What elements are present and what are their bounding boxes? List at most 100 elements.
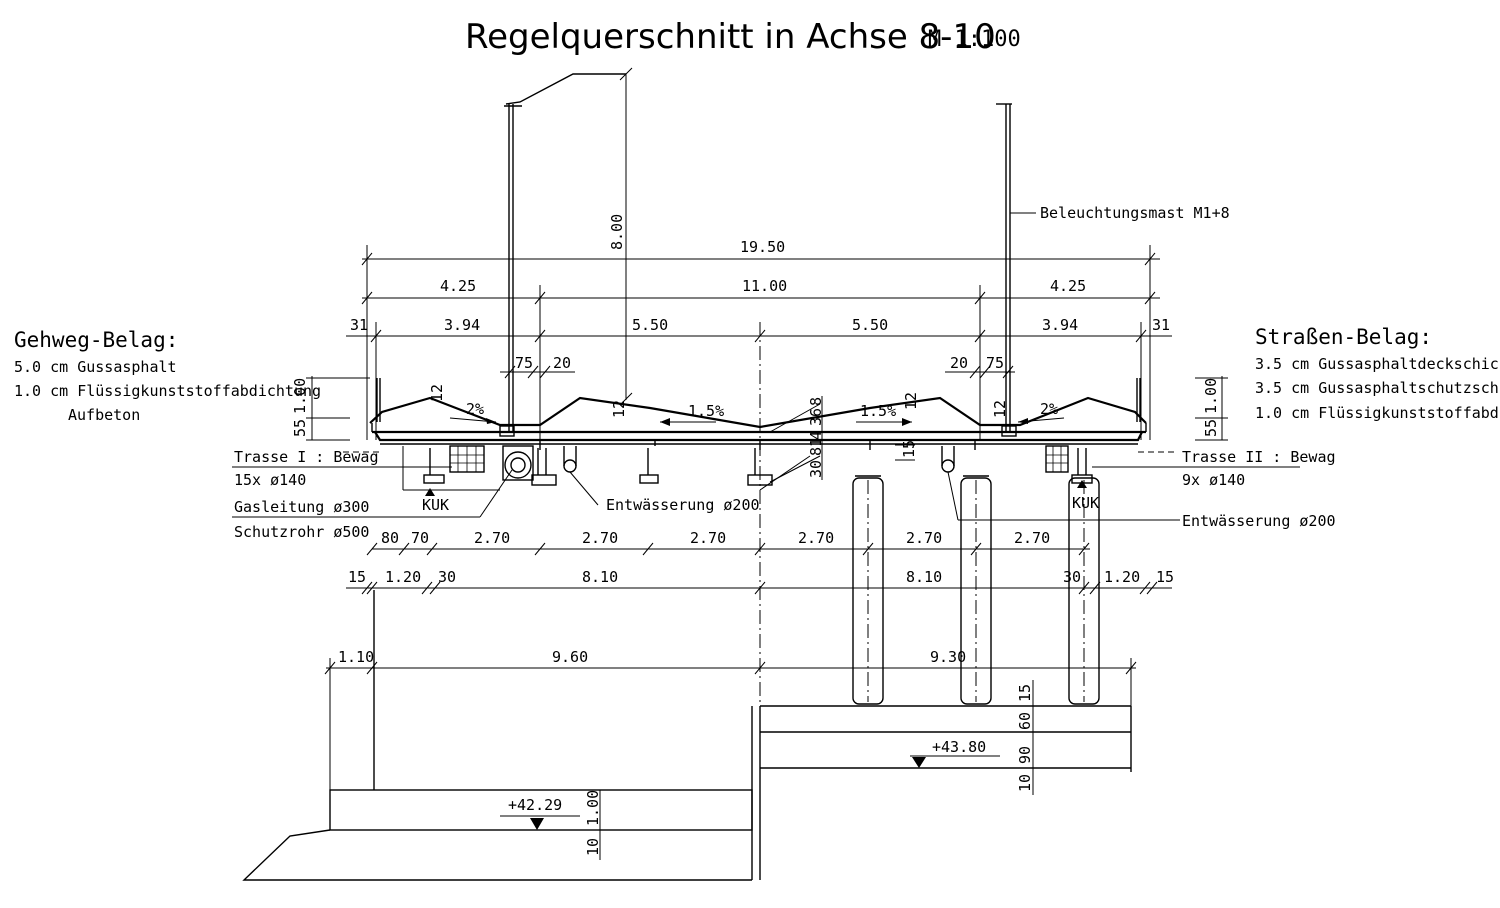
found-left-100: 1.00 — [584, 790, 602, 826]
slope-right-road: 1.5% — [860, 402, 896, 420]
left-spec-line: 5.0 cm Gussasphalt — [14, 358, 177, 376]
dim-edge-left: 31 — [350, 316, 368, 334]
right-spec-line: 1.0 cm Flüssigkunststoffabdichtung — [1255, 404, 1500, 422]
kuk-left: KUK — [422, 496, 449, 514]
foundation-right: 15 60 90 10 +43.80 — [751, 680, 1132, 880]
row2-val: 30 — [438, 568, 456, 586]
gas-line: Gasleitung ø300 — [234, 498, 369, 516]
row2-val: 30 — [1063, 568, 1081, 586]
found-right-60: 60 — [1016, 712, 1034, 730]
right-spec-line: 3.5 cm Gussasphaltdeckschicht — [1255, 355, 1500, 373]
kuk-right: KUK — [1072, 494, 1099, 512]
gas-pipe — [502, 445, 534, 481]
drawing-scale: M 1:100 — [928, 27, 1021, 52]
pier-15: 15 — [900, 440, 918, 458]
drain-left-label: Entwässerung ø200 — [569, 471, 760, 514]
drawing-title: Regelquerschnitt in Achse 8-10 — [465, 17, 996, 57]
utility-ducts-left — [449, 445, 485, 473]
left-spec-heading: Gehweg-Belag: — [14, 328, 178, 352]
trasse-1-sub: 15x ø140 — [234, 471, 306, 489]
kuk-right-marker — [1077, 480, 1087, 488]
dim-edge-right: 31 — [1152, 316, 1170, 334]
schutzrohr: Schutzrohr ø500 — [234, 523, 369, 541]
slab-81: 81 — [807, 438, 825, 456]
entw-right: Entwässerung ø200 — [1182, 512, 1336, 530]
row3-val: 1.10 — [338, 648, 374, 666]
dim-overall: 19.50 — [740, 238, 785, 256]
row1-val: 2.70 — [474, 529, 510, 547]
drain-pipe-right — [941, 446, 955, 473]
rail-12-right: 12 — [991, 400, 1009, 418]
found-right-15: 15 — [1016, 684, 1034, 702]
pier-2 — [960, 475, 992, 705]
row2-val: 15 — [348, 568, 366, 586]
row2-val: 8.10 — [582, 568, 618, 586]
mast-height-value: 8.00 — [608, 214, 626, 250]
slope-markers: 2% 1.5% 1.5% 2% — [449, 400, 1065, 426]
bridge-deck — [369, 378, 1147, 450]
trasse-1: Trasse I : Bewag — [234, 448, 379, 466]
row1-val: 2.70 — [798, 529, 834, 547]
lighting-mast-left — [504, 73, 626, 432]
dimension-row-1: 80 70 2.70 2.70 2.70 2.70 2.70 2.70 — [366, 529, 1090, 556]
left-spec-line: 1.0 cm Flüssigkunststoffabdichtung — [14, 382, 321, 400]
trasse-2-sub: 9x ø140 — [1182, 471, 1245, 489]
pier-3 — [1068, 477, 1100, 705]
gas-label: Gasleitung ø300 Schutzrohr ø500 — [232, 469, 513, 541]
row3-val: 9.30 — [930, 648, 966, 666]
kuk-left-marker — [425, 488, 435, 496]
dim-half-right: 5.50 — [852, 316, 888, 334]
row3-val: 9.60 — [552, 648, 588, 666]
found-left-10: 10 — [584, 838, 602, 856]
row1-val: 2.70 — [1014, 529, 1050, 547]
entw-left: Entwässerung ø200 — [606, 496, 760, 514]
left-spec-block: Gehweg-Belag: 5.0 cm Gussasphalt 1.0 cm … — [14, 328, 321, 424]
row1-val: 2.70 — [582, 529, 618, 547]
dim-m20-left: 20 — [553, 354, 571, 372]
trasse-2: Trasse II : Bewag — [1182, 448, 1336, 466]
found-right-10: 10 — [1016, 774, 1034, 792]
dim-half-left: 5.50 — [632, 316, 668, 334]
trasse-left-label: Trasse I : Bewag 15x ø140 — [232, 448, 452, 489]
row2-val: 1.20 — [385, 568, 421, 586]
kerb-12-right: 12 — [902, 392, 920, 410]
right-spec-line: 3.5 cm Gussasphaltschutzschicht — [1255, 379, 1500, 397]
dimension-row-3: 1.10 9.60 9.30 — [324, 648, 1137, 790]
row2-val: 8.10 — [906, 568, 942, 586]
row1-val: 2.70 — [906, 529, 942, 547]
slope-right-walk: 2% — [1040, 400, 1058, 418]
dimension-row-2: 15 1.20 30 8.10 8.10 30 1.20 15 — [346, 568, 1174, 595]
dim-m75-right: 75 — [986, 354, 1004, 372]
rail-height-left: 1.00 — [291, 378, 309, 414]
dim-m75-left: 75 — [515, 354, 533, 372]
found-right-90: 90 — [1016, 746, 1034, 764]
level-low: +42.29 — [508, 796, 562, 814]
slab-30: 30 — [807, 460, 825, 478]
dim-kerb-left: 3.94 — [444, 316, 480, 334]
right-spec-block: Straßen-Belag: 3.5 cm Gussasphaltdecksch… — [1255, 325, 1500, 422]
railing-dims-right: 1.00 55 12 12 — [902, 376, 1228, 441]
row1-val: 80 — [381, 529, 399, 547]
rail-height-right: 1.00 — [1202, 378, 1220, 414]
lighting-mast-right — [996, 103, 1012, 432]
dim-kerb-right: 3.94 — [1042, 316, 1078, 334]
kerb-12-left: 12 — [610, 400, 628, 418]
row1-val: 2.70 — [690, 529, 726, 547]
rail-55-right: 55 — [1202, 419, 1220, 437]
level-high: +43.80 — [932, 738, 986, 756]
left-spec-line: Aufbeton — [68, 406, 140, 424]
rail-12-left: 12 — [428, 384, 446, 402]
dim-road: 11.00 — [742, 277, 787, 295]
right-spec-heading: Straßen-Belag: — [1255, 325, 1432, 349]
dim-walk-right: 4.25 — [1050, 277, 1086, 295]
dim-walk-left: 4.25 — [440, 277, 476, 295]
dim-m20-right: 20 — [950, 354, 968, 372]
mast-label: Beleuchtungsmast M1+8 — [1040, 204, 1230, 222]
railing-dims-left: 1.00 55 12 12 — [291, 376, 628, 441]
drain-pipe-left — [563, 446, 577, 473]
pier-1 — [852, 475, 884, 705]
slope-left-road: 1.5% — [688, 402, 724, 420]
slab-4: 4 — [807, 431, 825, 440]
trasse-right-label: Trasse II : Bewag 9x ø140 — [1092, 448, 1336, 489]
mast-height-dimension: 8.00 — [608, 67, 633, 406]
